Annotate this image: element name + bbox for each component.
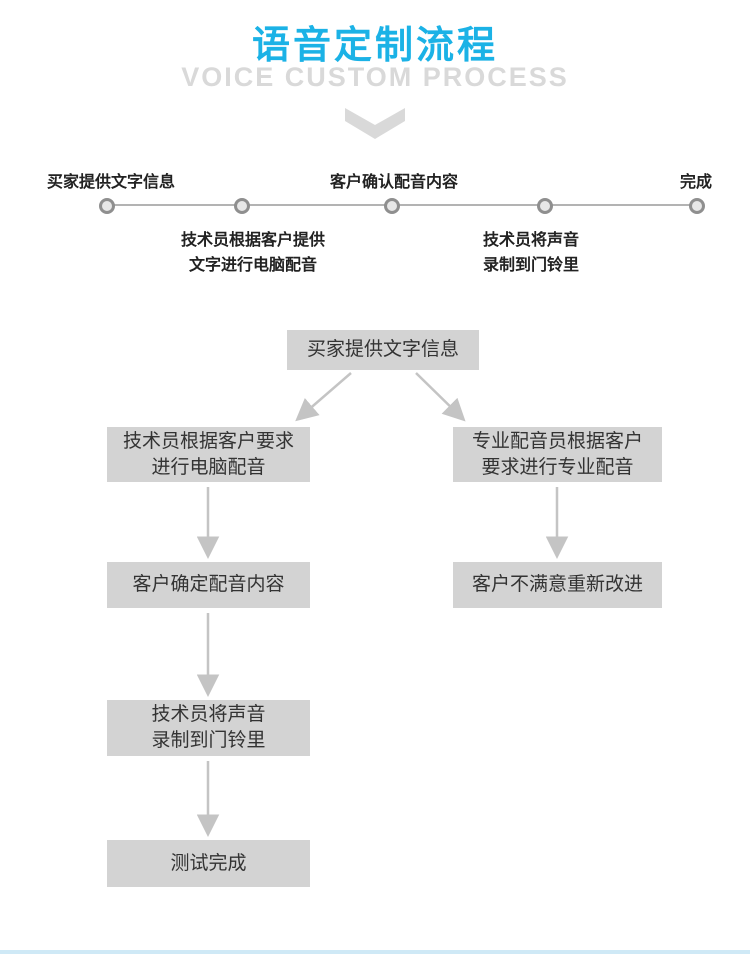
page-title: 语音定制流程 <box>251 25 498 67</box>
chevron-down-icon <box>345 108 405 139</box>
page-subtitle: VOICE CUSTOM PROCESS <box>181 62 569 92</box>
timeline-label-step2: 技术员根据客户提供 文字进行电脑配音 <box>180 232 326 274</box>
timeline: 买家提供文字信息 客户确认配音内容 完成 技术员根据客户提供 文字进行电脑配音 … <box>0 0 750 300</box>
timeline-node-1 <box>99 198 115 214</box>
timeline-label-step1: 买家提供文字信息 <box>46 174 176 191</box>
flow-box-redo-if-unsatisfied: 客户不满意重新改进 <box>453 562 662 608</box>
timeline-label-step3: 客户确认配音内容 <box>329 174 459 191</box>
flow-box-computer-dubbing: 技术员根据客户要求 进行电脑配音 <box>107 427 310 482</box>
timeline-line <box>105 204 697 206</box>
flow-box-root: 买家提供文字信息 <box>287 330 479 370</box>
timeline-label-step4: 技术员将声音 录制到门铃里 <box>482 232 580 274</box>
flow-box-confirm-content: 客户确定配音内容 <box>107 562 310 608</box>
bottom-divider <box>0 950 750 954</box>
timeline-label-step5: 完成 <box>679 174 713 191</box>
flow-box-test-complete: 测试完成 <box>107 840 310 887</box>
timeline-node-4 <box>537 198 553 214</box>
timeline-node-5 <box>689 198 705 214</box>
timeline-node-2 <box>234 198 250 214</box>
timeline-node-3 <box>384 198 400 214</box>
flow-box-professional-dubbing: 专业配音员根据客户 要求进行专业配音 <box>453 427 662 482</box>
flow-box-record-to-doorbell: 技术员将声音 录制到门铃里 <box>107 700 310 756</box>
